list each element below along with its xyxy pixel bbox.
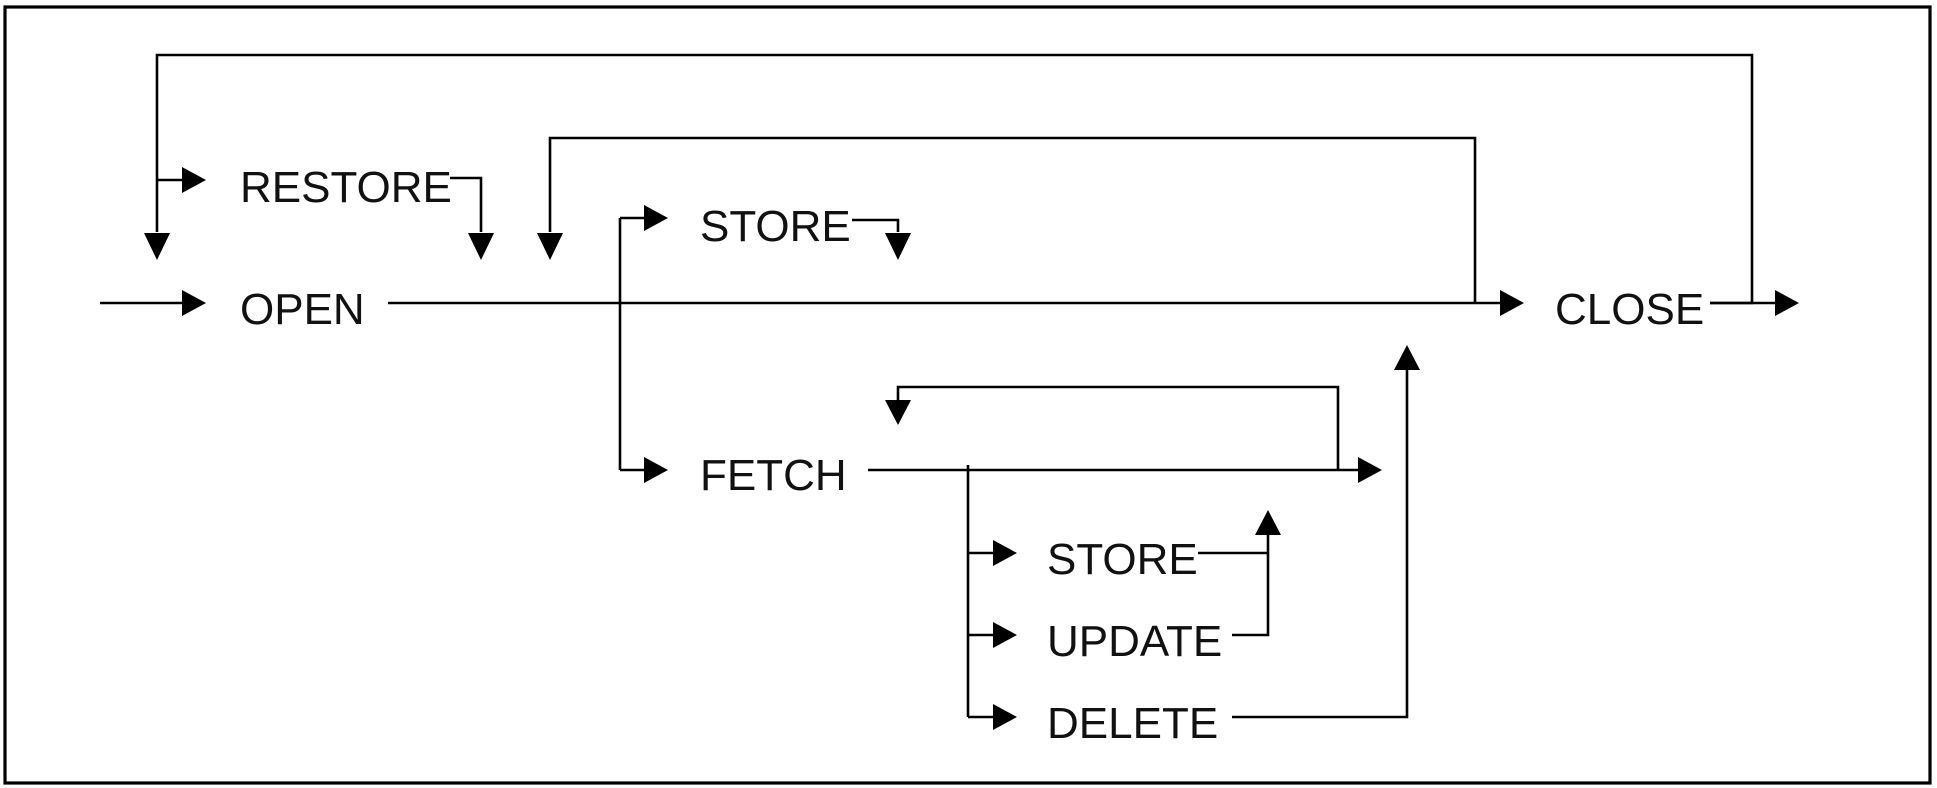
node-delete: DELETE — [1047, 699, 1218, 748]
arrow-right-icon — [1500, 290, 1524, 316]
line-store-top-out — [852, 218, 900, 232]
node-store-sub: STORE — [1047, 535, 1198, 584]
arrow-down-icon — [468, 233, 494, 260]
node-open: OPEN — [240, 285, 365, 334]
node-fetch: FETCH — [700, 451, 847, 500]
line-update-out — [1232, 535, 1270, 637]
node-close: CLOSE — [1555, 285, 1704, 334]
arrow-down-icon — [144, 233, 170, 260]
arrow-up-icon — [1255, 510, 1281, 535]
arrow-down-icon — [885, 400, 911, 425]
arrow-right-icon — [182, 290, 206, 316]
node-restore: RESTORE — [240, 163, 452, 212]
arrow-right-icon — [993, 622, 1017, 648]
loop-fetch-repeat — [896, 385, 1340, 470]
arrow-right-icon — [993, 704, 1017, 730]
arrow-down-icon — [885, 233, 911, 260]
arrow-right-icon — [644, 457, 668, 483]
connector-lines — [100, 53, 1775, 719]
keyword-labels: RESTORE OPEN STORE FETCH STORE UPDATE DE… — [240, 163, 1704, 748]
arrow-right-icon — [182, 167, 206, 193]
loop-inner-return — [548, 136, 1477, 303]
loop-close-to-open — [155, 53, 1754, 305]
arrow-down-icon — [537, 233, 563, 260]
arrow-up-icon — [1394, 345, 1420, 370]
node-update: UPDATE — [1047, 617, 1222, 666]
arrow-right-icon — [644, 205, 668, 231]
diagram-frame — [3, 5, 1932, 785]
line-restore-to-open — [450, 176, 483, 232]
line-delete-out — [1232, 367, 1409, 719]
arrow-right-icon — [993, 540, 1017, 566]
arrowheads — [144, 167, 1799, 730]
arrow-right-icon — [1358, 457, 1382, 483]
node-store-top: STORE — [700, 202, 851, 251]
arrow-right-icon — [1775, 290, 1799, 316]
